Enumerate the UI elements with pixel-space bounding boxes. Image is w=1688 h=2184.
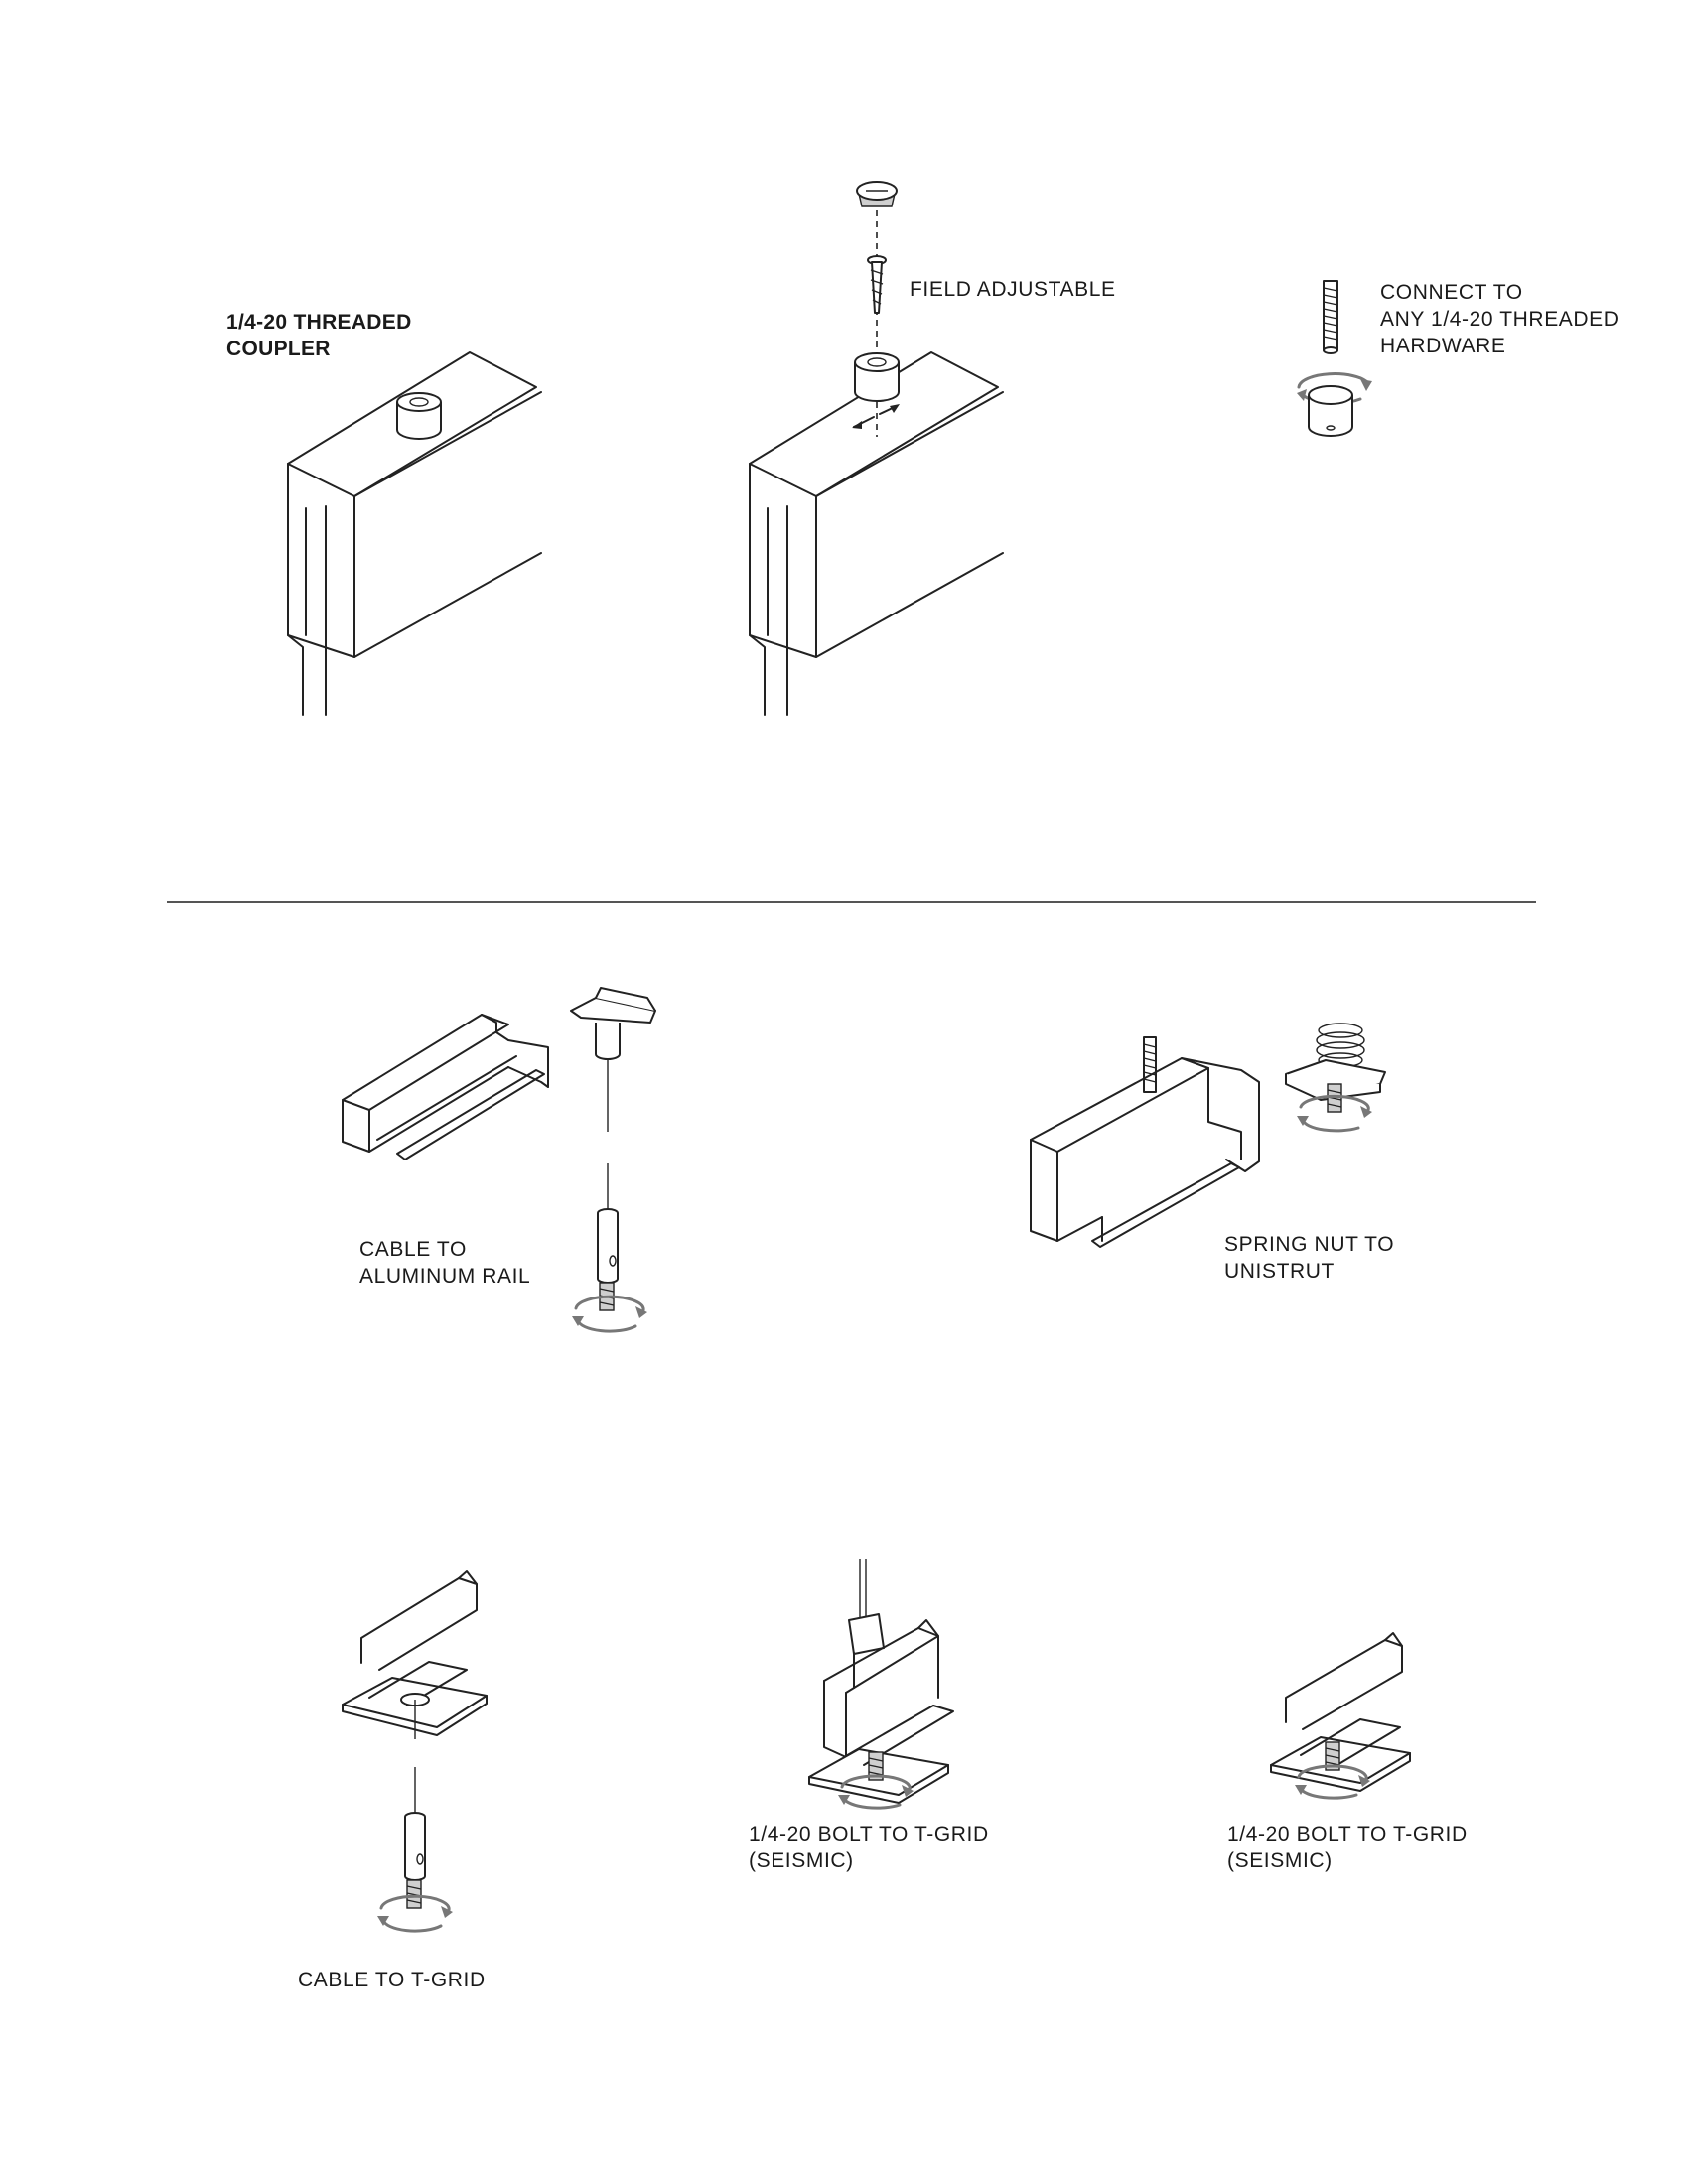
bolt-t-grid-seismic-b-drawing	[1270, 1632, 1411, 1800]
connect-to-label: CONNECT TO ANY 1/4-20 THREADED HARDWARE	[1380, 279, 1619, 359]
spring-nut-unistrut-label: SPRING NUT TO UNISTRUT	[1224, 1231, 1394, 1285]
threaded-coupler-icon	[396, 392, 442, 440]
rotation-arrow-icon	[572, 1295, 647, 1333]
threaded-coupler-label-line-2: COUPLER	[226, 338, 331, 360]
cable-t-grid-drawing	[342, 1570, 488, 1933]
bolt-t-grid-seismic-b-label-line-2: (SEISMIC)	[1227, 1849, 1333, 1872]
bolt-t-grid-seismic-a-label: 1/4-20 BOLT TO T-GRID (SEISMIC)	[749, 1821, 989, 1874]
rotation-arrow-icon	[1297, 1094, 1372, 1133]
threaded-rod-icon	[1143, 1036, 1157, 1093]
connect-to-label-line-2: ANY 1/4-20 THREADED	[1380, 308, 1619, 331]
fixture-with-coupler-drawing	[287, 351, 542, 716]
coupler-icon	[854, 352, 900, 402]
threaded-rod-coupler-drawing	[1297, 280, 1372, 437]
cable-aluminum-rail-drawing	[342, 987, 656, 1333]
cable-t-grid-label-text: CABLE TO T-GRID	[298, 1969, 486, 1991]
cable-gripper-icon	[404, 1767, 426, 1909]
bolt-t-grid-seismic-b-label: 1/4-20 BOLT TO T-GRID (SEISMIC)	[1227, 1821, 1468, 1874]
cable-t-grid-label: CABLE TO T-GRID	[298, 1967, 486, 1993]
rotation-arrow-icon	[1295, 1764, 1370, 1800]
bolt-t-grid-seismic-a-label-line-2: (SEISMIC)	[749, 1849, 854, 1872]
spring-nut-icon	[1285, 1023, 1386, 1113]
bolt-t-grid-seismic-b-label-line-1: 1/4-20 BOLT TO T-GRID	[1227, 1823, 1468, 1845]
spring-nut-unistrut-drawing	[1030, 1023, 1386, 1248]
connect-to-label-line-3: HARDWARE	[1380, 335, 1506, 357]
cable-aluminum-rail-label-line-1: CABLE TO	[359, 1238, 467, 1261]
section-divider	[167, 901, 1536, 903]
slide-arrows-icon	[852, 404, 900, 429]
threaded-coupler-label-line-1: 1/4-20 THREADED	[226, 311, 412, 334]
cable-aluminum-rail-label: CABLE TO ALUMINUM RAIL	[359, 1236, 530, 1290]
threaded-rod-icon	[1323, 280, 1338, 354]
cable-aluminum-rail-label-line-2: ALUMINUM RAIL	[359, 1265, 531, 1288]
spring-nut-unistrut-label-line-2: UNISTRUT	[1224, 1260, 1335, 1283]
screw-icon	[867, 255, 887, 314]
threaded-coupler-label: 1/4-20 THREADED COUPLER	[226, 309, 412, 362]
bolt-t-grid-seismic-a-drawing	[808, 1559, 954, 1810]
cable-gripper-icon	[597, 1163, 619, 1311]
field-adjustable-label-text: FIELD ADJUSTABLE	[910, 278, 1116, 301]
connect-to-label-line-1: CONNECT TO	[1380, 281, 1523, 304]
bolt-t-grid-seismic-a-label-line-1: 1/4-20 BOLT TO T-GRID	[749, 1823, 989, 1845]
coupler-nut-icon	[1308, 385, 1353, 437]
field-adjustable-label: FIELD ADJUSTABLE	[910, 276, 1116, 303]
rail-bracket-icon	[570, 987, 656, 1132]
field-adjustable-drawing	[749, 181, 1004, 716]
cap-icon	[856, 181, 898, 207]
spring-nut-unistrut-label-line-1: SPRING NUT TO	[1224, 1233, 1395, 1256]
rotation-arrow-icon	[838, 1774, 914, 1810]
rotation-arrow-icon	[377, 1894, 453, 1933]
t-grid-clip-icon	[342, 1570, 488, 1739]
